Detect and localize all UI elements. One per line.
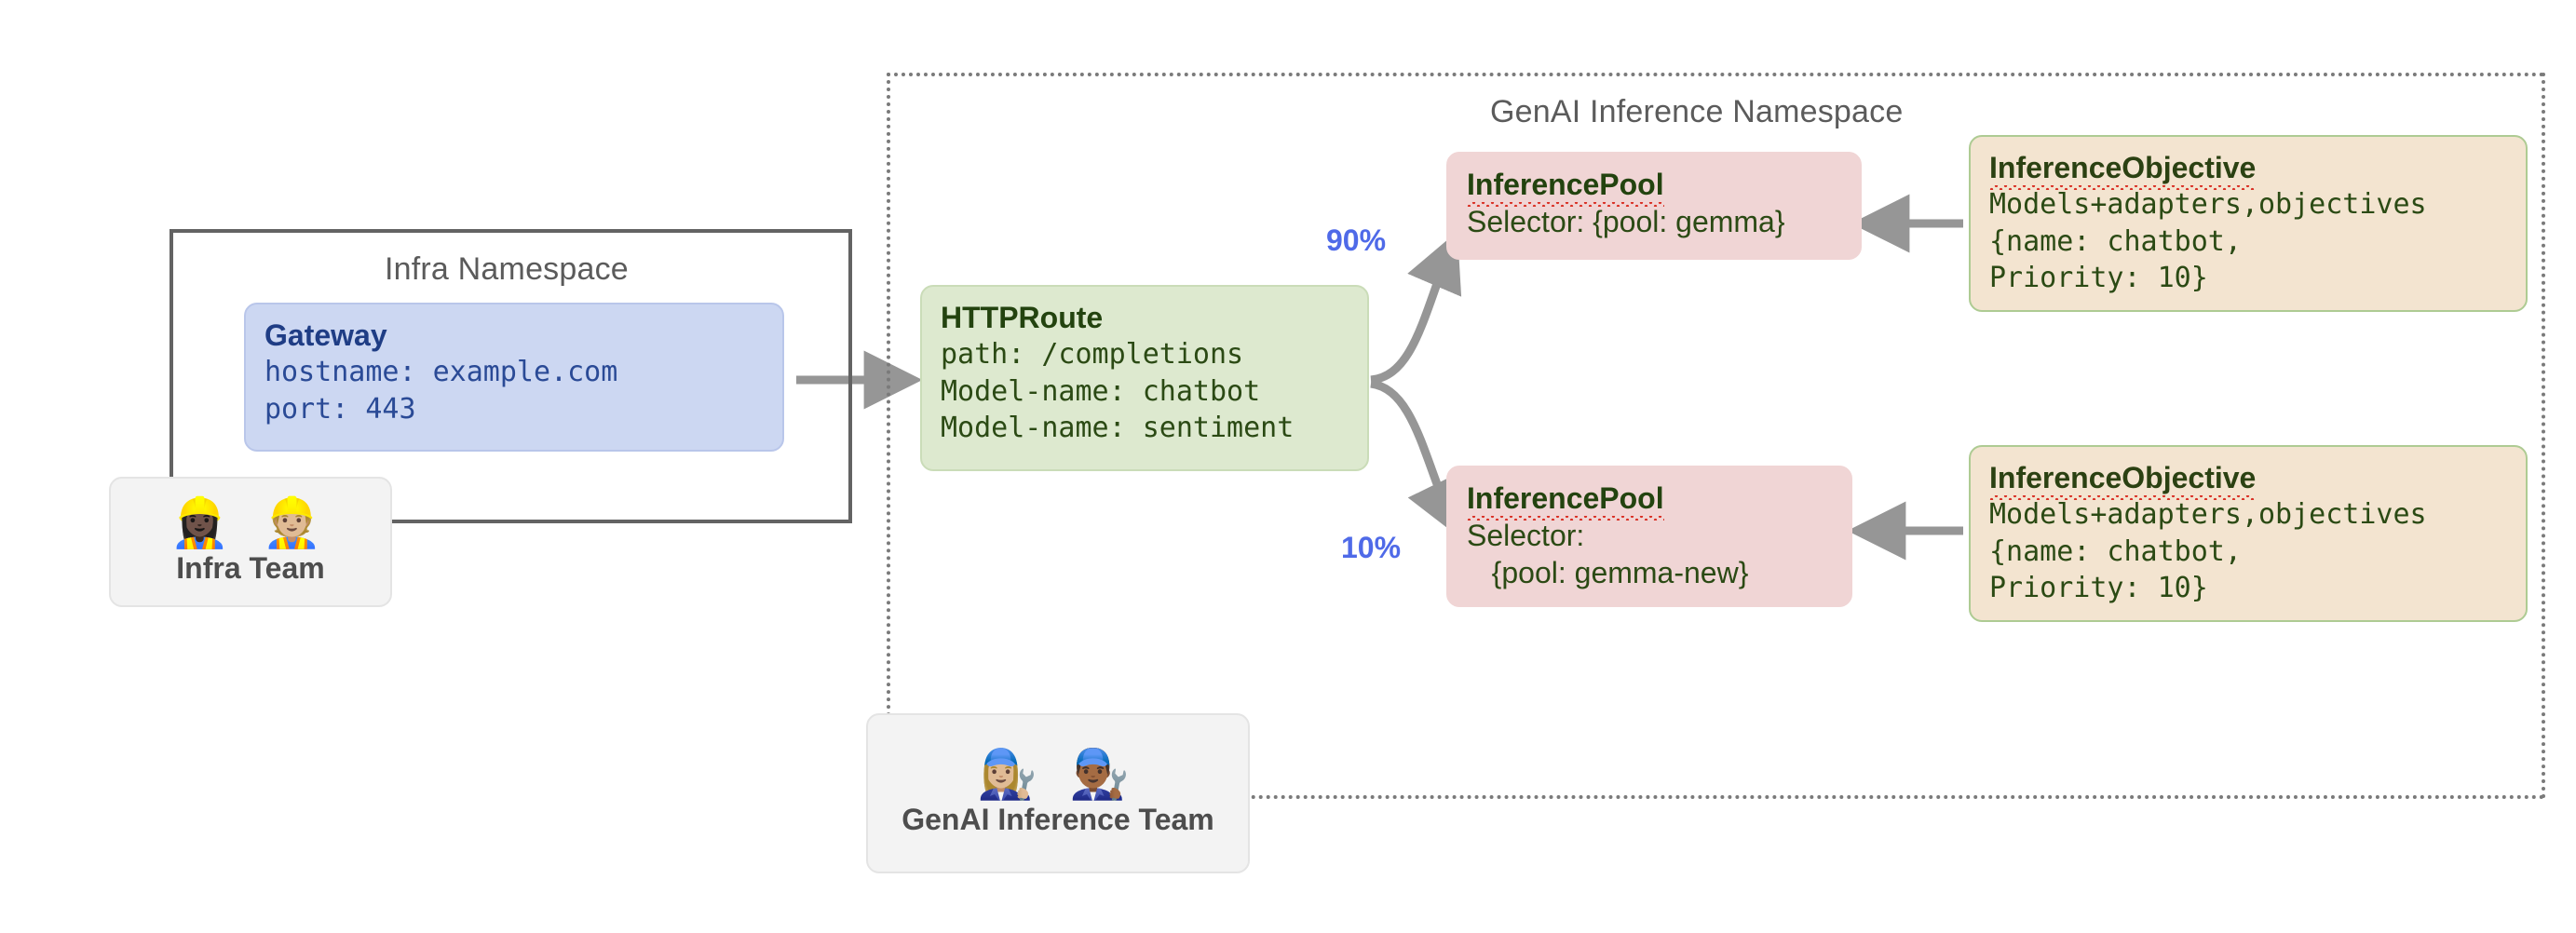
edge-label-10-percent: 10% [1341, 531, 1402, 564]
inferenceobjective-priority-line-1: Priority: 10} [1989, 262, 2208, 295]
inferencepool-selector-line-2a: Selector: [1467, 519, 1585, 553]
infra-team-chip[interactable]: 👷🏿‍♀️ 👷🏼 Infra Team [109, 477, 392, 607]
httproute-model-line-1: Model-name: chatbot [941, 374, 1261, 408]
inferenceobjective-title-text-2: InferenceObjective [1989, 460, 2257, 501]
infra-team-avatars: 👷🏿‍♀️ 👷🏼 [169, 496, 332, 551]
genai-team-label: GenAI Inference Team [902, 802, 1214, 836]
inferenceobjective-title-2: InferenceObjective [1989, 460, 2507, 501]
inferenceobjective-models-line-1: Models+adapters,objectives [1989, 188, 2427, 222]
inferencepool-title-text-1: InferencePool [1467, 167, 1664, 208]
inferenceobjective-title-text-1: InferenceObjective [1989, 150, 2257, 191]
gateway-title: Gateway [264, 318, 387, 352]
edge-label-90-percent: 90% [1326, 223, 1387, 257]
infra-namespace-frame [169, 229, 852, 523]
infra-namespace-title: Infra Namespace [385, 251, 629, 287]
inferencepool-title-1: InferencePool [1467, 167, 1841, 208]
inferencepool-card-2[interactable]: InferencePool Selector: {pool: gemma-new… [1446, 466, 1852, 607]
inferencepool-title-text-2: InferencePool [1467, 480, 1664, 521]
inferenceobjective-card-2[interactable]: InferenceObjective Models+adapters,objec… [1969, 445, 2528, 622]
inferencepool-card-1[interactable]: InferencePool Selector: {pool: gemma} [1446, 152, 1862, 260]
gateway-hostname-line: hostname: example.com [264, 356, 618, 389]
inferenceobjective-name-line-1: {name: chatbot, [1989, 224, 2242, 258]
genai-namespace-frame [887, 73, 2545, 799]
httproute-card[interactable]: HTTPRoute path: /completions Model-name:… [920, 285, 1369, 471]
infra-team-label: Infra Team [176, 550, 325, 585]
inferencepool-title-2: InferencePool [1467, 480, 1832, 521]
httproute-model-line-2: Model-name: sentiment [941, 412, 1295, 445]
inferenceobjective-name-line-2: {name: chatbot, [1989, 534, 2242, 568]
inferenceobjective-card-1[interactable]: InferenceObjective Models+adapters,objec… [1969, 135, 2528, 312]
inferenceobjective-title-1: InferenceObjective [1989, 150, 2507, 191]
genai-team-avatars: 👩🏼‍🔧 👨🏾‍🔧 [977, 748, 1139, 803]
genai-namespace-title: GenAI Inference Namespace [1490, 94, 1904, 129]
inferencepool-selector-line-1: Selector: {pool: gemma} [1467, 205, 1785, 239]
gateway-port-line: port: 443 [264, 392, 416, 426]
inferenceobjective-priority-line-2: Priority: 10} [1989, 572, 2208, 605]
inferenceobjective-models-line-2: Models+adapters,objectives [1989, 498, 2427, 532]
httproute-title: HTTPRoute [941, 301, 1104, 334]
gateway-card[interactable]: Gateway hostname: example.com port: 443 [244, 303, 784, 452]
httproute-path-line: path: /completions [941, 338, 1244, 372]
inferencepool-selector-line-2b: {pool: gemma-new} [1467, 556, 1749, 590]
genai-team-chip[interactable]: 👩🏼‍🔧 👨🏾‍🔧 GenAI Inference Team [866, 713, 1250, 873]
